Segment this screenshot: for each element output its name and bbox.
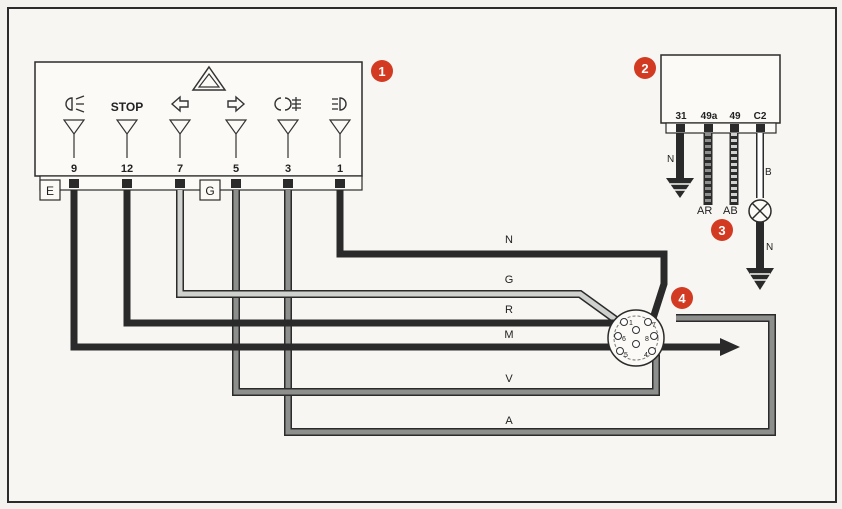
callout-4: 4 xyxy=(671,287,693,309)
terminal-socket xyxy=(676,124,685,132)
callout-1: 1 xyxy=(371,60,393,82)
pin-symbols xyxy=(62,119,352,158)
pin-socket xyxy=(175,179,185,188)
callout-number: 3 xyxy=(718,223,725,238)
callout-number: 1 xyxy=(378,64,385,79)
wire-label-n-31: N xyxy=(667,154,674,165)
unit-1-box xyxy=(34,61,363,177)
wire-label-n-lamp: N xyxy=(766,242,773,253)
turn-right-arrow-icon xyxy=(227,95,246,113)
wire-label-ab: AB xyxy=(723,205,738,217)
terminal-socket xyxy=(756,124,765,132)
wiring-harness xyxy=(70,190,776,436)
warning-triangle-icon xyxy=(191,65,227,91)
turn-left-arrow-icon xyxy=(170,95,189,113)
terminal-label: 49a xyxy=(701,111,718,122)
socket-pin xyxy=(632,326,640,334)
socket-pin-label: 5 xyxy=(624,352,628,359)
socket-pin-label: 7 xyxy=(652,322,656,329)
side-label-box-g xyxy=(199,179,221,201)
rear-fog-lamp-icon xyxy=(65,95,85,113)
callout-2: 2 xyxy=(634,57,656,79)
wire-r xyxy=(123,190,614,327)
pin-socket xyxy=(283,179,293,188)
wire-n xyxy=(336,190,668,336)
side-label-e: E xyxy=(46,184,54,198)
arrow-right-icon xyxy=(720,338,740,356)
pin-number: 7 xyxy=(177,163,183,175)
side-lamp-icon xyxy=(274,97,301,111)
reversing-lamp-icon xyxy=(332,97,347,111)
terminal-label: C2 xyxy=(754,111,767,122)
wire-label-g: G xyxy=(505,274,514,286)
callout-3: 3 xyxy=(711,219,733,241)
socket-pin-label: 8 xyxy=(645,336,649,343)
unit-2-connector xyxy=(665,122,777,134)
socket-pin xyxy=(648,347,656,355)
pin-number: 12 xyxy=(121,163,133,175)
terminal-socket xyxy=(730,124,739,132)
socket-pin xyxy=(620,318,628,326)
unit-4-socket: 1 7 6 8 5 4 xyxy=(607,309,665,367)
callout-number: 2 xyxy=(641,61,648,76)
wire-label-n: N xyxy=(505,234,513,246)
socket-pin-label: 6 xyxy=(622,336,626,343)
socket-pin-label: 1 xyxy=(629,320,633,327)
wire-label-ar: AR xyxy=(697,205,712,217)
wire-m xyxy=(70,190,610,351)
socket-pin xyxy=(614,332,622,340)
socket-pin xyxy=(644,318,652,326)
pin-socket xyxy=(231,179,241,188)
terminal-label: 49 xyxy=(729,111,741,122)
wire-label-a: A xyxy=(505,415,513,427)
wire-label-r: R xyxy=(505,304,513,316)
pin-socket xyxy=(122,179,132,188)
socket-pin xyxy=(632,340,640,348)
wire-label-v: V xyxy=(505,373,513,385)
pin-number: 1 xyxy=(337,163,343,175)
earth-arrow-icon xyxy=(666,178,694,198)
socket-pin-label: 4 xyxy=(644,352,648,359)
unit-2-box xyxy=(660,54,781,124)
pin-socket xyxy=(335,179,345,188)
terminal-label: 31 xyxy=(675,111,687,122)
pin-socket xyxy=(69,179,79,188)
stop-label: STOP xyxy=(111,100,143,114)
side-label-g: G xyxy=(205,184,214,198)
socket-ring xyxy=(613,315,659,361)
pin-number: 3 xyxy=(285,163,291,175)
terminal-socket xyxy=(704,124,713,132)
socket-pin xyxy=(616,347,624,355)
wire-label-b: B xyxy=(765,167,772,178)
socket-pin xyxy=(650,332,658,340)
wire-label-m: M xyxy=(504,329,513,341)
callout-number: 4 xyxy=(678,291,686,306)
unit-1-switch-panel: STOP xyxy=(34,61,363,201)
unit-2-module: 31 49a 49 C2 xyxy=(660,54,781,134)
pin-number: 5 xyxy=(233,163,239,175)
unit-2-leads xyxy=(666,133,774,290)
pin-number: 9 xyxy=(71,163,77,175)
side-label-box-e xyxy=(39,179,61,201)
